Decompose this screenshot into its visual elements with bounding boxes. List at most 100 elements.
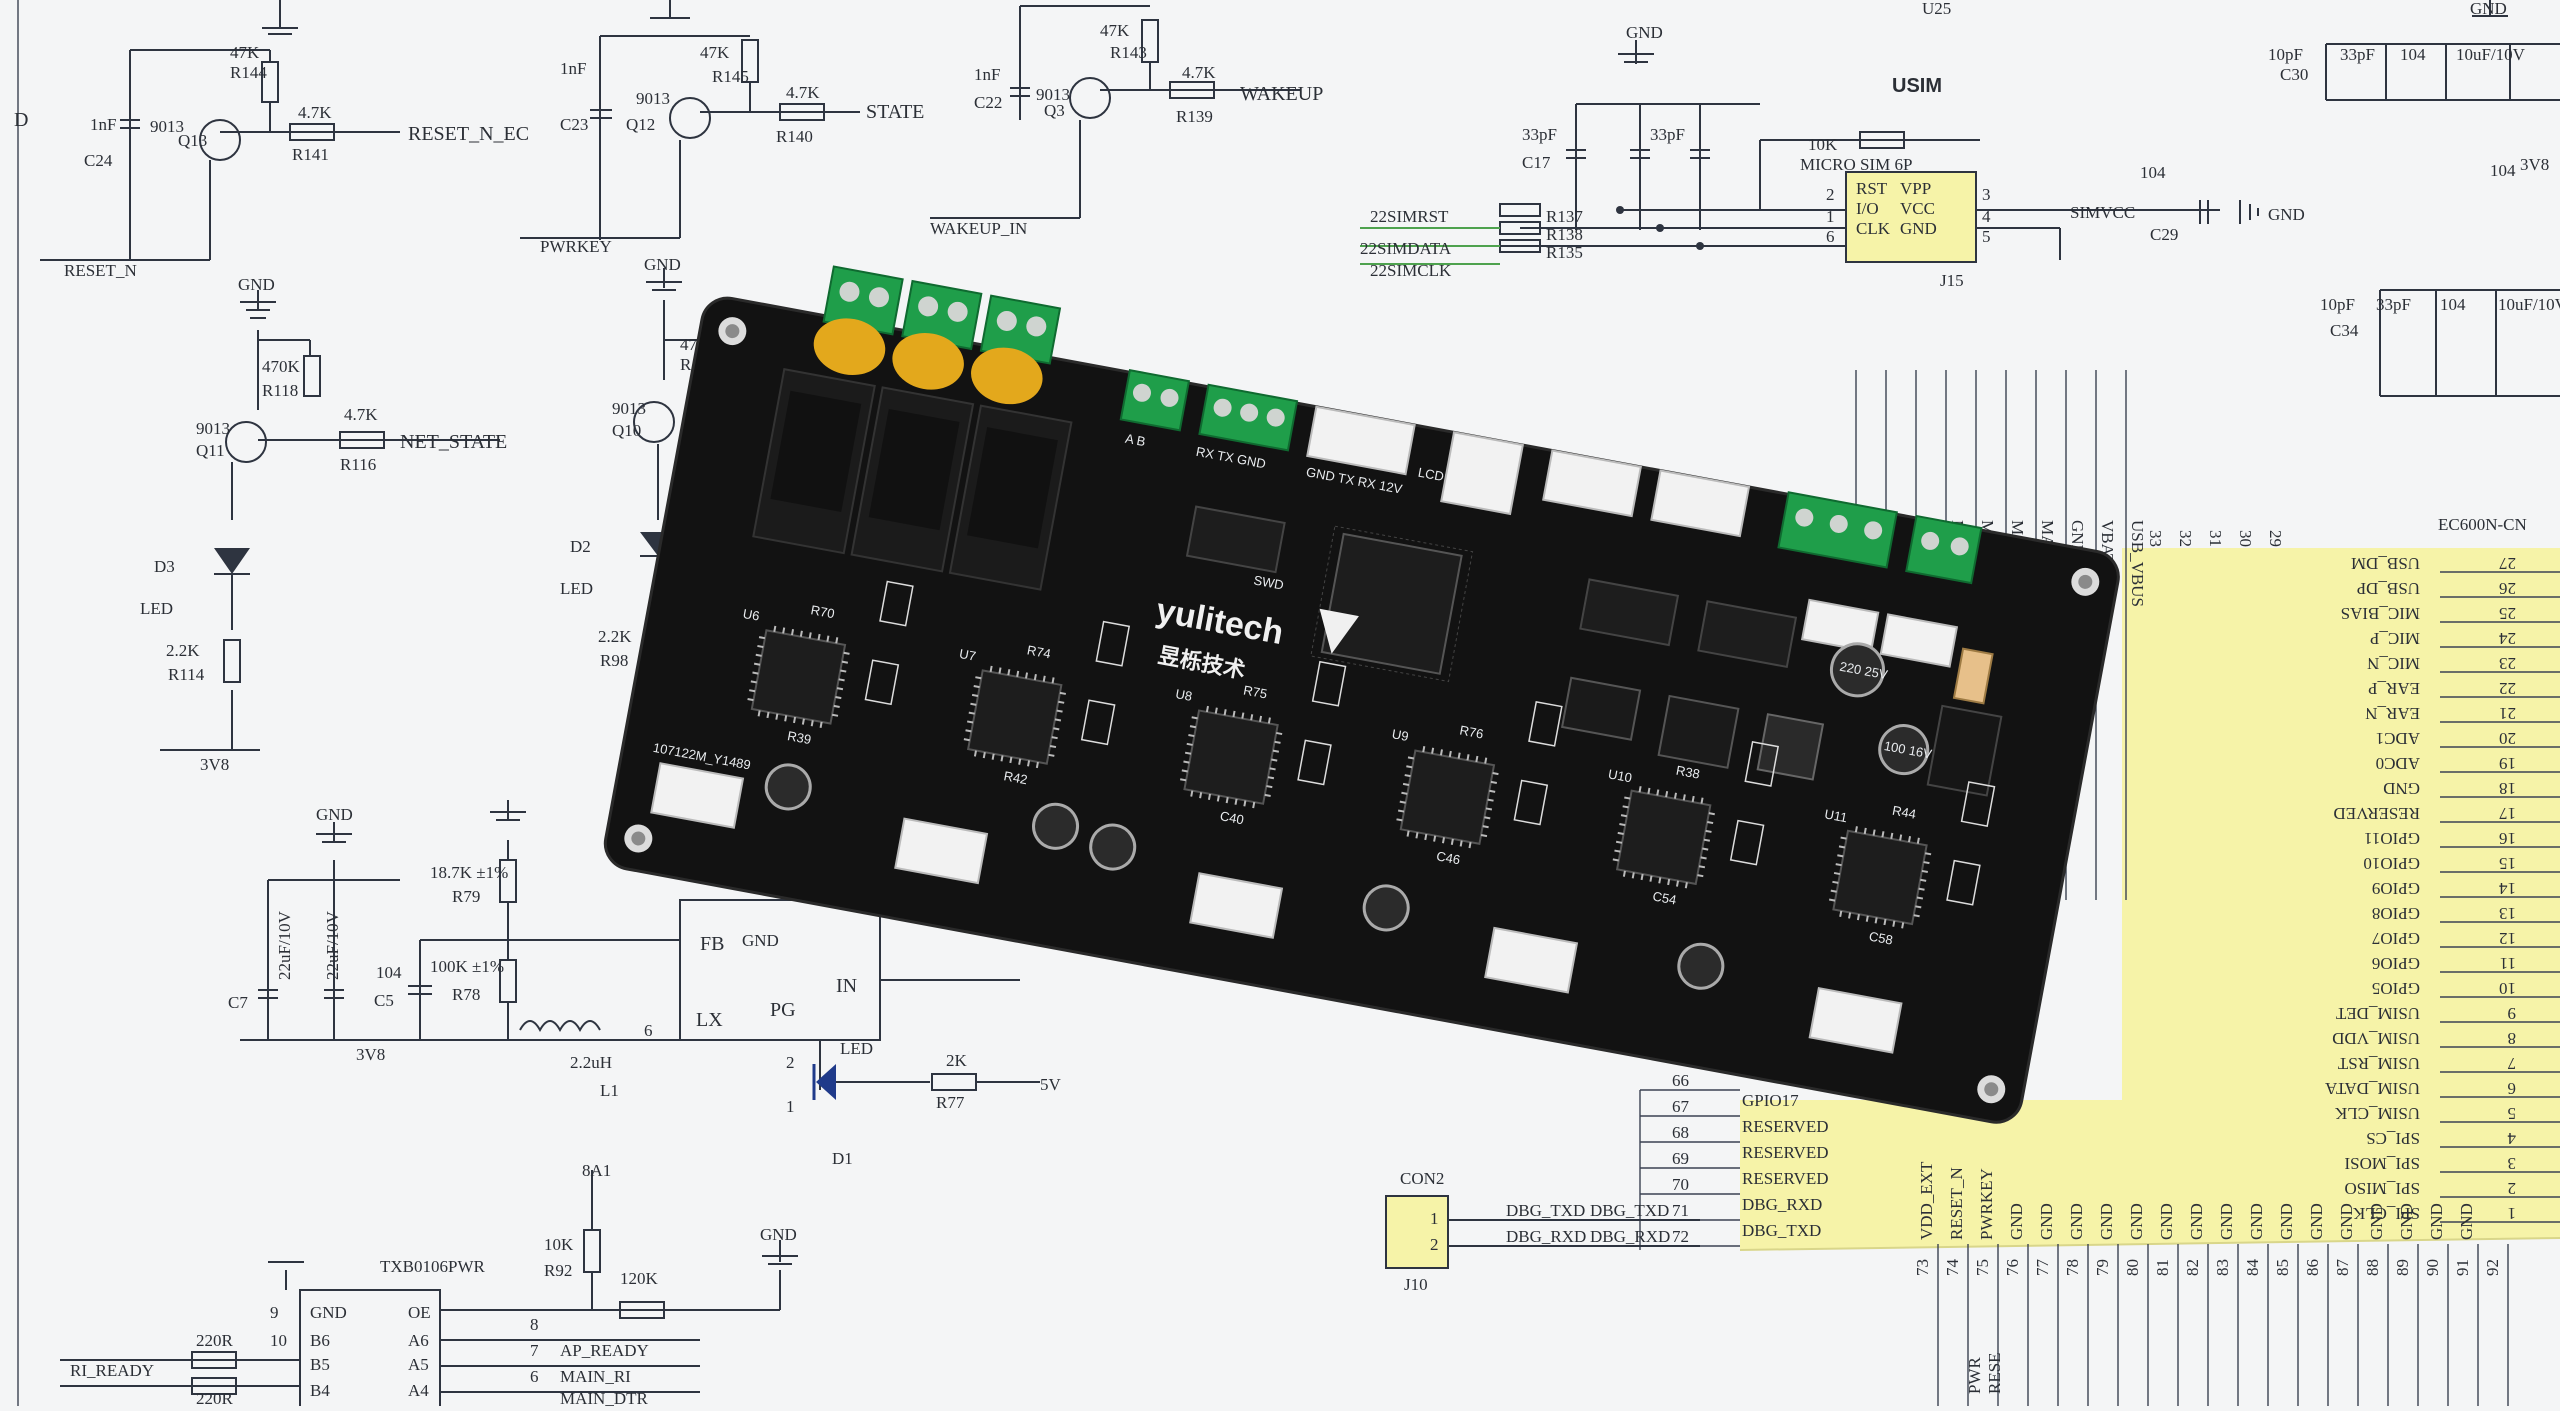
pin-number-right: 4 [2507,1129,2516,1148]
pin-number-right: 6 [2508,1079,2517,1098]
net-label-right: USIM_RST [2337,1054,2420,1073]
svg-text:47K: 47K [1100,21,1130,40]
net-label-bottom: GND [2067,1203,2086,1240]
pin-number-top: 29 [2266,530,2285,547]
pin-number-bottom: 77 [2033,1259,2052,1277]
pin-number-right: 16 [2499,829,2516,848]
net-label-bottom: GND [2097,1203,2116,1240]
net-label-right: USIM_CLK [2334,1104,2420,1123]
pin-number-right: 23 [2499,654,2516,673]
svg-text:C17: C17 [1522,153,1551,172]
svg-text:33pF: 33pF [2376,295,2411,314]
pin-number-top: 32 [2176,530,2195,547]
capacitor-bottom-4 [1362,884,1410,932]
svg-text:33pF: 33pF [2340,45,2375,64]
capacitor-bottom-2 [1032,802,1080,850]
net-label-left: RESERVED [1742,1169,1828,1188]
svg-text:RESET_N: RESET_N [64,261,137,280]
svg-text:EC600N-CN: EC600N-CN [2438,515,2527,534]
svg-text:R139: R139 [1176,107,1213,126]
net-label-right: GPIO8 [2372,904,2420,923]
pin-number-right: 20 [2499,729,2516,748]
svg-text:6: 6 [644,1021,653,1040]
header-white-4 [1650,469,1751,538]
svg-text:22SIMRST: 22SIMRST [1370,207,1449,226]
net-label-right: EAR_P [2368,679,2420,698]
header-bottom-4 [1484,926,1579,994]
capacitor-100uf-a: 100 16V [1878,724,1933,776]
svg-text:2.2K: 2.2K [166,641,200,660]
svg-text:10K: 10K [544,1235,574,1254]
svg-text:C29: C29 [2150,225,2178,244]
svg-text:GND: GND [644,255,681,274]
component-label: R44 [1891,803,1917,822]
svg-text:R144: R144 [230,63,267,82]
svg-text:5V: 5V [1040,1075,1062,1094]
capacitor-bottom-3 [1089,823,1137,871]
header-white-6 [1879,613,1959,668]
svg-text:22uF/10V: 22uF/10V [275,910,294,980]
svg-text:DBG_RXD: DBG_RXD [1590,1227,1670,1246]
pin-number-right: 8 [2508,1029,2517,1048]
pin-number-bottom: 87 [2333,1259,2352,1277]
net-label-bottom: GND [2037,1203,2056,1240]
svg-text:104: 104 [2140,163,2166,182]
pin-number-bottom: 74 [1943,1259,1962,1277]
pin-number-left: 68 [1672,1123,1689,1142]
svg-text:C7: C7 [228,993,248,1012]
pin-number-right: 18 [2499,779,2516,798]
pin-number-bottom: 89 [2393,1259,2412,1276]
pin-number-left: 67 [1672,1097,1690,1116]
svg-text:104: 104 [2440,295,2466,314]
svg-text:33pF: 33pF [1522,125,1557,144]
net-label-left: DBG_RXD [1742,1195,1822,1214]
svg-text:1nF: 1nF [560,59,586,78]
net-label-right: GPIO6 [2372,954,2420,973]
ic-label: U9 [1391,726,1410,744]
svg-text:4.7K: 4.7K [786,83,820,102]
svg-text:4.7K: 4.7K [298,103,332,122]
pin-number-bottom: 88 [2363,1259,2382,1276]
pin-number-bottom: 82 [2183,1259,2202,1276]
svg-text:Q3: Q3 [1044,101,1065,120]
ic-label: U11 [1823,806,1848,825]
pin-number-right: 17 [2499,804,2517,823]
component-label: R42 [1003,768,1029,787]
svg-text:7: 7 [530,1341,539,1360]
svg-text:Q12: Q12 [626,115,655,134]
svg-text:DBG_RXD: DBG_RXD [1506,1227,1586,1246]
svg-text:VCC: VCC [1900,199,1935,218]
ic-driver-1 [1185,505,1286,574]
schematic-wakeup-circuit: R143 47K R139 4.7K Q3 9013 C22 1nF WAKEU… [930,5,1323,238]
svg-text:LCD1: LCD1 [1417,465,1452,486]
svg-text:6: 6 [530,1367,539,1386]
net-label-right: SPI_CS [2366,1129,2420,1148]
terminal-block-right [1777,491,1983,585]
header-white-5 [1800,598,1880,654]
net-label-bottom: PWRKEY [1977,1168,1996,1240]
svg-text:104: 104 [376,963,402,982]
svg-text:8: 8 [530,1315,539,1334]
pin-number-bottom: 75 [1973,1259,1992,1276]
component-label: C40 [1219,808,1245,827]
net-label-right: GPIO11 [2364,829,2420,848]
svg-text:C23: C23 [560,115,588,134]
component-label: R39 [786,728,812,747]
svg-text:WAKEUP_IN: WAKEUP_IN [930,219,1027,238]
svg-text:WAKEUP: WAKEUP [1240,83,1323,105]
svg-text:47K: 47K [230,43,260,62]
svg-text:B5: B5 [310,1355,330,1374]
svg-text:1nF: 1nF [974,65,1000,84]
net-label-right: RESERVED [2334,804,2420,823]
net-label-left: RESERVED [1742,1143,1828,1162]
svg-text:104: 104 [2400,45,2426,64]
pin-number-right: 9 [2508,1004,2517,1023]
net-label-bottom: GND [2367,1203,2386,1240]
svg-text:22SIMDATA: 22SIMDATA [1360,239,1452,258]
svg-text:R145: R145 [712,67,749,86]
svg-text:A B: A B [1124,431,1147,449]
svg-text:2: 2 [1826,185,1835,204]
terminal-block-left [822,265,1062,365]
